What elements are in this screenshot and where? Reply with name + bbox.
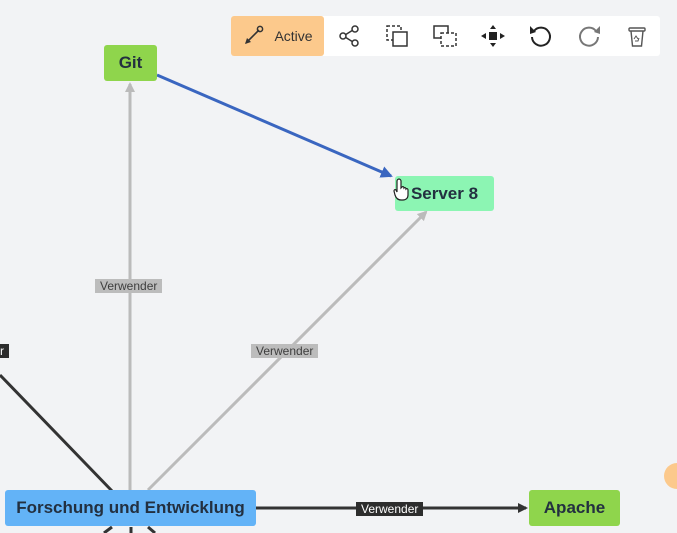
share-icon bbox=[339, 25, 359, 47]
share-button[interactable] bbox=[334, 16, 364, 56]
center-button[interactable] bbox=[478, 16, 508, 56]
active-label: Active bbox=[274, 28, 313, 44]
connect-mode-button[interactable]: Active bbox=[231, 16, 324, 56]
node-git[interactable]: Git bbox=[104, 45, 157, 81]
side-panel-toggle[interactable] bbox=[664, 463, 677, 489]
edge-label-forschung-apache[interactable]: Verwender bbox=[356, 502, 424, 516]
redo-button[interactable] bbox=[574, 16, 604, 56]
node-apache[interactable]: Apache bbox=[529, 490, 620, 526]
duplicate-button[interactable] bbox=[430, 16, 460, 56]
center-icon bbox=[481, 25, 505, 47]
delete-button[interactable] bbox=[622, 16, 652, 56]
edge-git-server8[interactable] bbox=[156, 73, 393, 178]
edge-label-left-partial[interactable]: r bbox=[0, 344, 9, 358]
delete-icon bbox=[628, 27, 646, 47]
undo-icon bbox=[530, 26, 551, 47]
edge-forschung-down-left[interactable] bbox=[103, 525, 113, 533]
select-icon bbox=[386, 25, 408, 47]
graph-toolbar: Active bbox=[231, 16, 660, 56]
edge-label-forschung-git[interactable]: Verwender bbox=[95, 279, 163, 293]
duplicate-icon bbox=[433, 25, 457, 47]
connect-icon bbox=[245, 25, 264, 44]
edge-label-forschung-server8[interactable]: Verwender bbox=[251, 344, 319, 358]
redo-icon bbox=[579, 26, 600, 47]
edge-left-to-forschung[interactable] bbox=[0, 373, 115, 494]
node-forschung-und-entwicklung[interactable]: Forschung und Entwicklung bbox=[5, 490, 256, 526]
node-server-8[interactable]: Server 8 bbox=[395, 176, 494, 211]
hand-cursor-icon bbox=[393, 178, 409, 201]
undo-button[interactable] bbox=[526, 16, 556, 56]
select-button[interactable] bbox=[382, 16, 412, 56]
edge-forschung-down-right[interactable] bbox=[147, 525, 156, 533]
